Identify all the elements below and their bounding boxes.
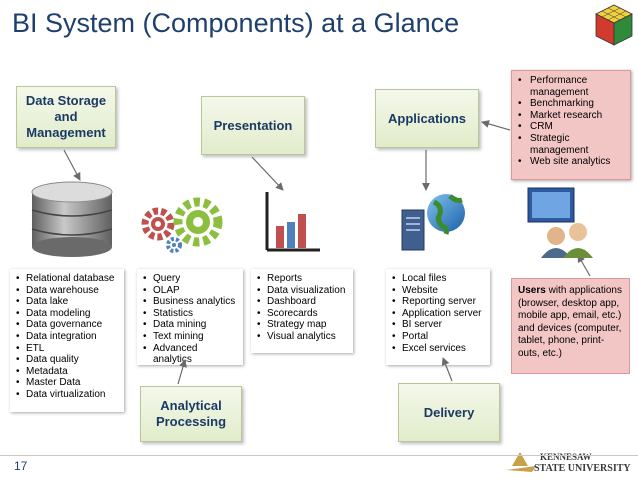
list-item: Visual analytics	[257, 331, 349, 343]
analytical-line-2: Processing	[155, 414, 227, 429]
analytical-processing-box: Analytical Processing	[140, 386, 242, 442]
data-storage-line-3: Management	[26, 125, 106, 140]
list-item: Data integration	[16, 331, 120, 343]
list-item: Data quality	[16, 354, 120, 366]
university-logo: KENNESAW STATE UNIVERSITY	[506, 452, 631, 474]
list-item: Text mining	[143, 331, 239, 343]
users-text: with applications (browser, desktop app,…	[518, 285, 622, 359]
bar-chart-icon	[265, 192, 320, 252]
footer-divider	[0, 455, 638, 456]
delivery-list: Local files Website Reporting server App…	[386, 269, 490, 365]
list-item: Website	[392, 285, 486, 297]
analytical-line-1: Analytical	[160, 398, 222, 413]
list-item: BI server	[392, 319, 486, 331]
delivery-label: Delivery	[423, 404, 475, 420]
presentation-list: Reports Data visualization Dashboard Sco…	[251, 269, 353, 353]
list-item: OLAP	[143, 285, 239, 297]
list-item: Scorecards	[257, 308, 349, 320]
applications-label: Applications	[387, 110, 466, 126]
rubik-cube-icon	[595, 4, 633, 46]
presentation-label: Presentation	[213, 117, 293, 133]
list-item: Data lake	[16, 296, 120, 308]
list-item: Benchmarking	[518, 98, 626, 110]
applications-box: Applications	[375, 89, 479, 148]
list-item: Reporting server	[392, 296, 486, 308]
list-item: Portal	[392, 331, 486, 343]
server-globe-icon	[401, 194, 465, 251]
list-item: Excel services	[392, 343, 486, 355]
list-item: Dashboard	[257, 296, 349, 308]
database-icon	[31, 181, 113, 257]
users-note: Users with applications (browser, deskto…	[511, 278, 630, 374]
delivery-box: Delivery	[398, 383, 500, 442]
data-storage-line-2: and	[54, 109, 78, 124]
connector-arrows	[63, 120, 591, 385]
list-item: Application server	[392, 308, 486, 320]
data-storage-box: Data Storage and Management	[16, 86, 116, 148]
list-item: Data visualization	[257, 285, 349, 297]
list-item: Data governance	[16, 319, 120, 331]
logo-line-2: STATE UNIVERSITY	[534, 463, 631, 474]
data-storage-line-1: Data Storage	[25, 93, 107, 108]
list-item: Master Data	[16, 377, 120, 389]
applications-list: Performance management Benchmarking Mark…	[511, 70, 631, 180]
slide-number: 17	[14, 459, 28, 473]
list-item: Data modeling	[16, 308, 120, 320]
list-item: Advanced analytics	[143, 343, 239, 366]
list-item: Metadata	[16, 366, 120, 378]
page-title: BI System (Components) at a Glance	[12, 8, 460, 38]
analytics-list: Query OLAP Business analytics Statistics…	[137, 269, 243, 365]
users-label: Users	[518, 285, 546, 296]
list-item: CRM	[518, 121, 626, 133]
list-item: Data warehouse	[16, 285, 120, 297]
storage-list: Relational database Data warehouse Data …	[10, 269, 124, 412]
list-item: Web site analytics	[518, 156, 626, 168]
list-item: Strategy map	[257, 319, 349, 331]
users-icon	[527, 187, 593, 258]
list-item: Business analytics	[143, 296, 239, 308]
list-item: Query	[143, 273, 239, 285]
list-item: Relational database	[16, 273, 120, 285]
list-item: Performance management	[518, 75, 626, 98]
logo-line-1: KENNESAW	[540, 452, 592, 462]
gears-icon	[141, 197, 223, 253]
list-item: Local files	[392, 273, 486, 285]
list-item: Data virtualization	[16, 389, 120, 401]
list-item: Statistics	[143, 308, 239, 320]
list-item: Strategic management	[518, 133, 626, 156]
list-item: Market research	[518, 110, 626, 122]
list-item: Reports	[257, 273, 349, 285]
list-item: Data mining	[143, 319, 239, 331]
presentation-box: Presentation	[201, 96, 305, 155]
list-item: ETL	[16, 343, 120, 355]
